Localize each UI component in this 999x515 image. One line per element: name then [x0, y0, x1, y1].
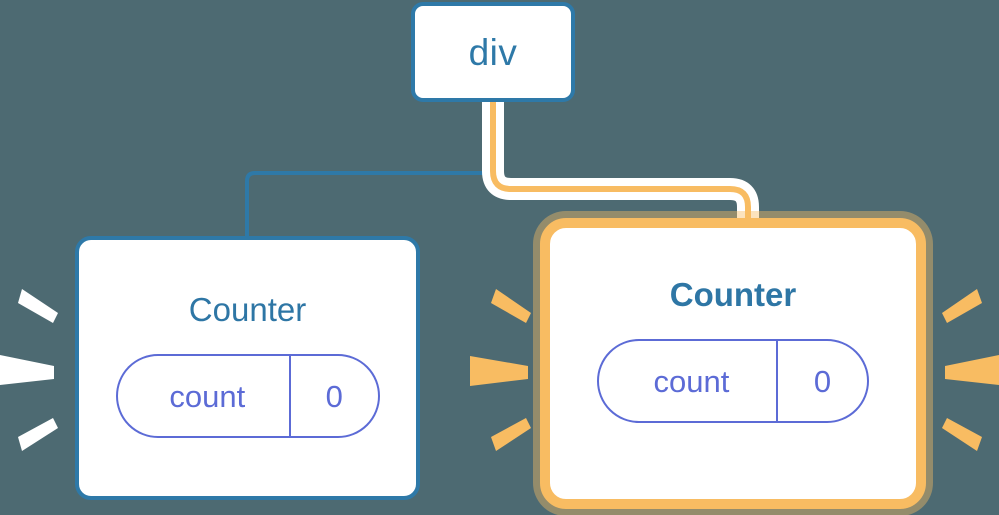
node-div[interactable]: div	[411, 2, 575, 102]
state-key-label: count	[169, 378, 246, 414]
sparkle-ray-icon	[0, 355, 54, 385]
sparkle-group-left-counter-left	[0, 289, 58, 451]
edge-to-left-counter	[245, 100, 495, 238]
sparkle-ray-icon	[491, 418, 531, 451]
node-div-label: div	[468, 31, 518, 73]
node-counter-right[interactable]: Counter count 0	[540, 218, 926, 509]
state-value-label: 0	[775, 341, 867, 421]
state-value-label: 0	[289, 356, 377, 436]
sparkle-ray-icon	[491, 289, 531, 323]
sparkle-ray-icon	[945, 355, 999, 385]
state-pill-left[interactable]: count 0	[115, 354, 380, 438]
sparkle-ray-icon	[18, 418, 58, 451]
sparkle-ray-icon	[470, 356, 528, 386]
sparkle-ray-icon	[942, 418, 982, 451]
sparkle-ray-icon	[942, 289, 982, 323]
sparkle-group-right-counter-right	[942, 289, 999, 451]
sparkle-group-right-counter-left	[470, 289, 531, 451]
node-counter-left[interactable]: Counter count 0	[75, 236, 420, 500]
sparkle-ray-icon	[18, 289, 58, 323]
node-counter-right-label: Counter	[669, 276, 797, 313]
state-key-label: count	[653, 363, 730, 399]
state-pill-right[interactable]: count 0	[597, 339, 869, 423]
node-counter-left-label: Counter	[188, 291, 307, 328]
